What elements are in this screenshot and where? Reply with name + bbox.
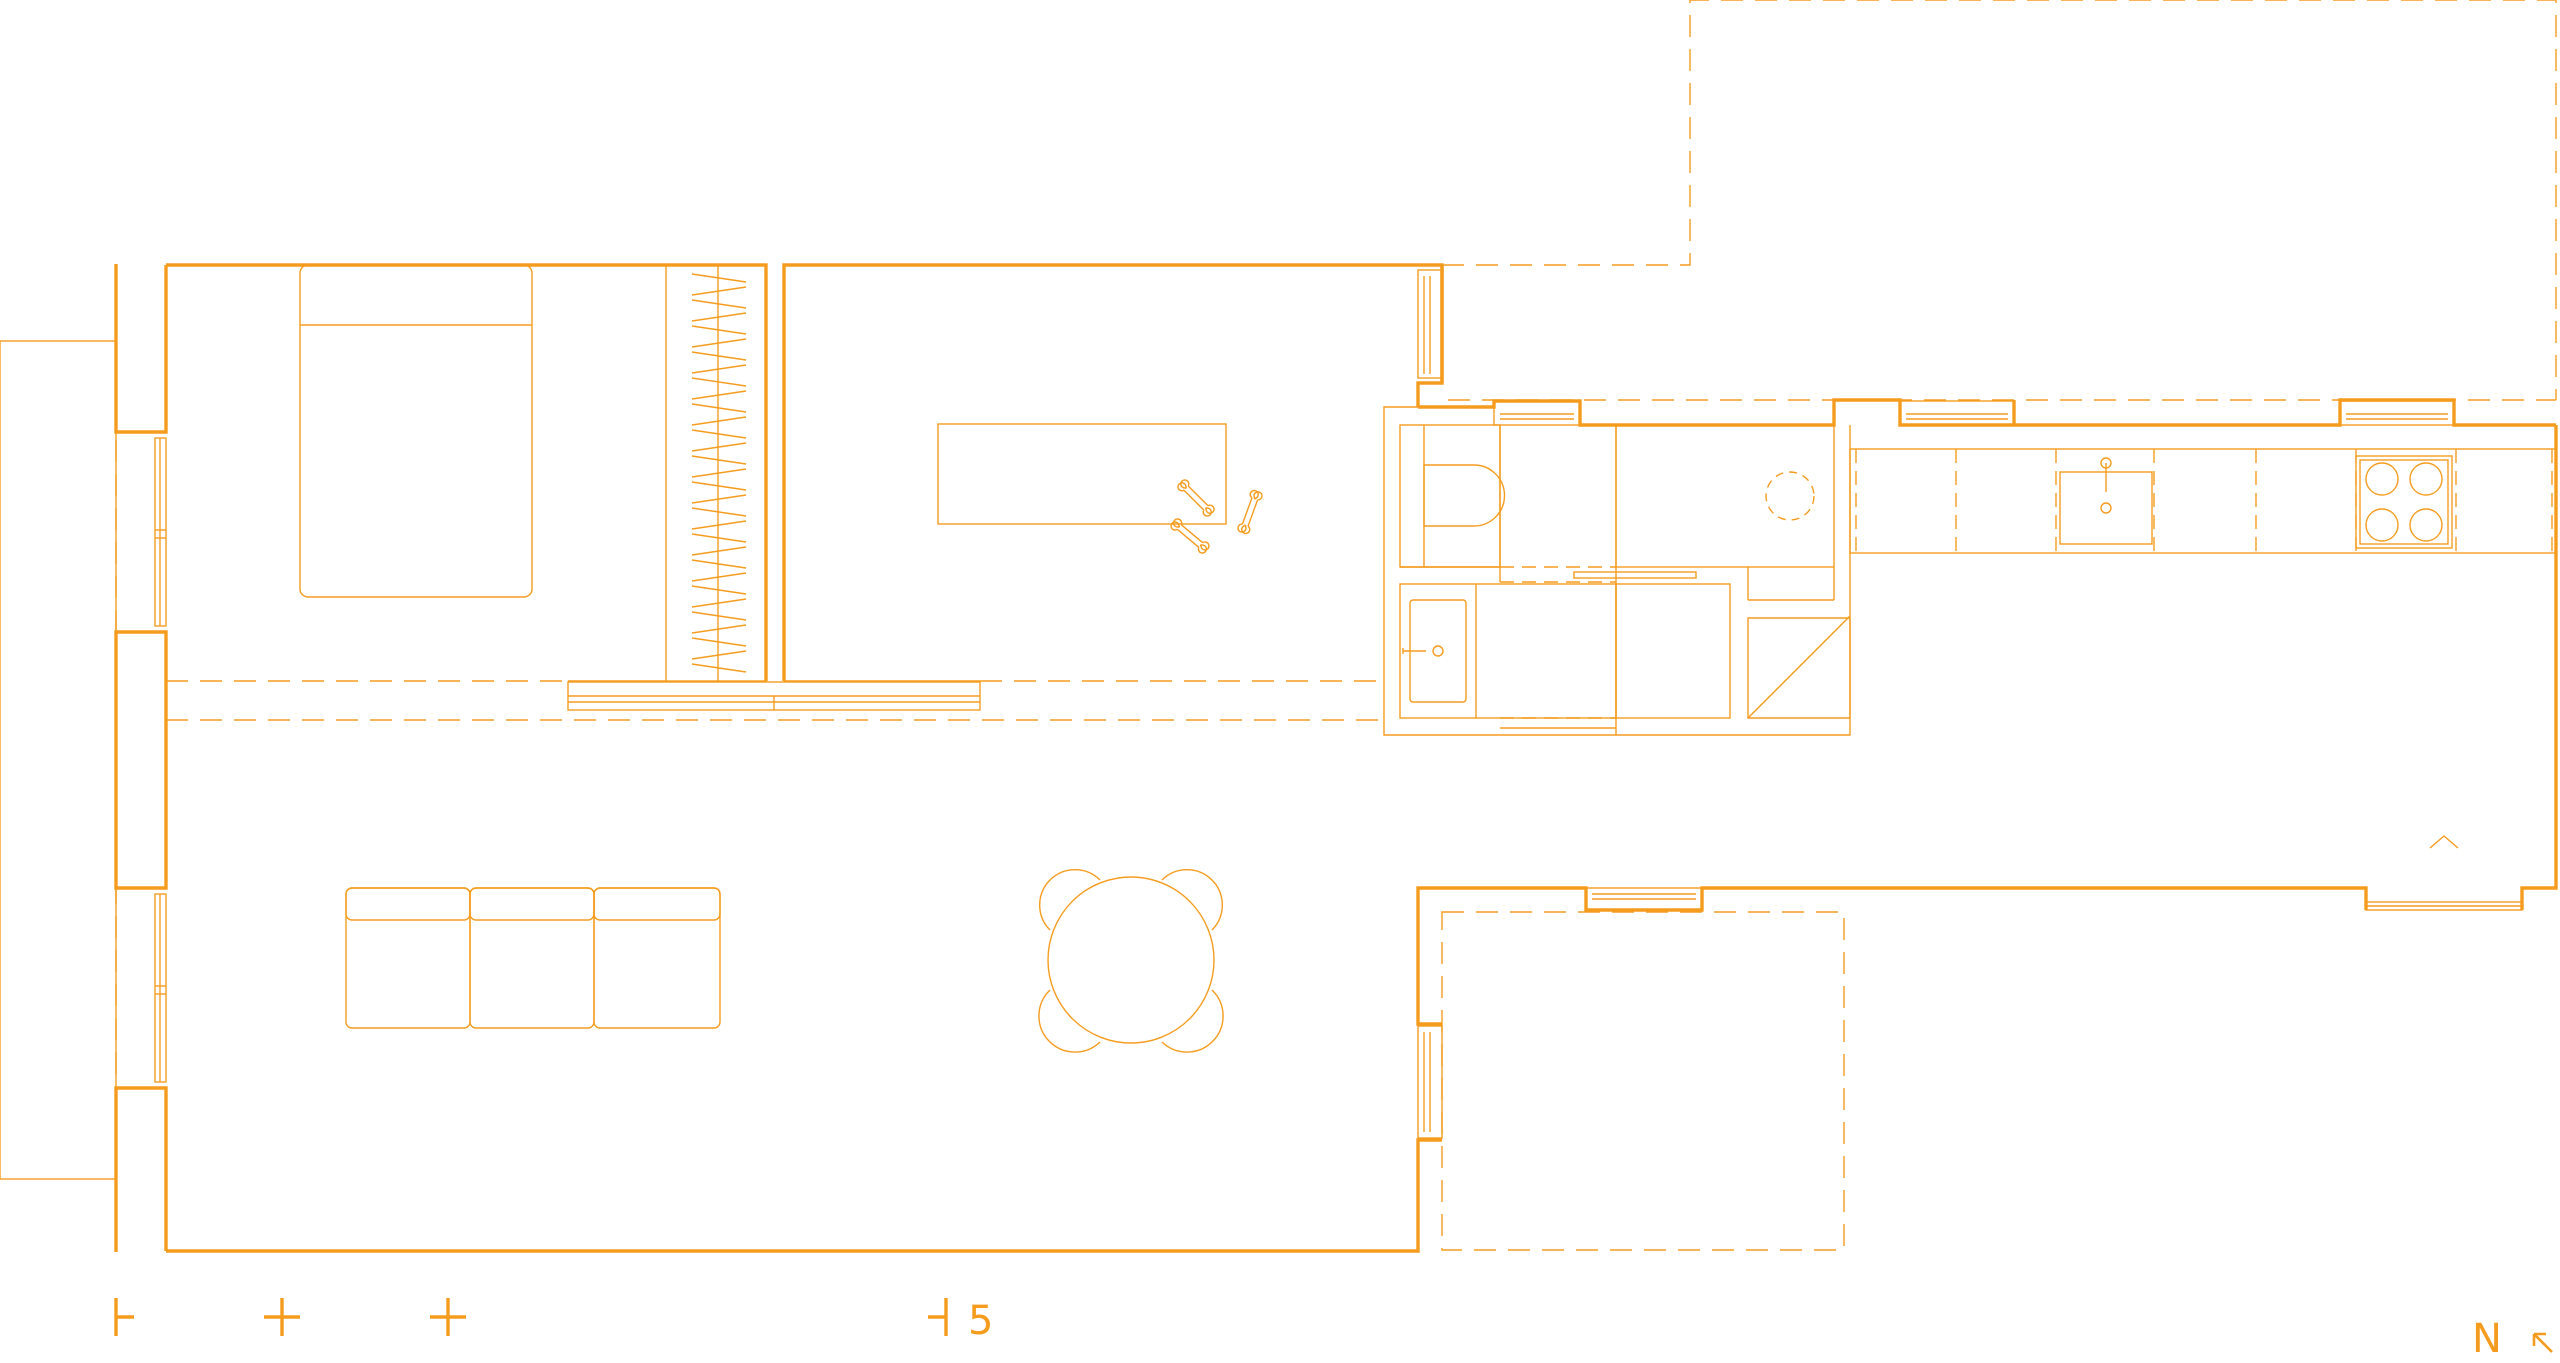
walls [114, 263, 2558, 1253]
round-table [1047, 876, 1215, 1044]
kitchen [1849, 448, 2557, 849]
scale-label: 5 [968, 1298, 993, 1344]
bedroom [299, 264, 767, 682]
hanger [691, 273, 747, 283]
storage-cupboard [1747, 615, 1851, 719]
north-wall-mid [782, 263, 1444, 681]
scale-tick-1 [264, 1298, 300, 1336]
hanger [691, 481, 747, 491]
north-wall-east [1418, 398, 2556, 427]
scale-tick-5 [928, 1298, 948, 1336]
dog-bone-icon [1237, 489, 1263, 535]
hanger [691, 468, 747, 478]
north-label: N [2472, 1316, 2502, 1362]
hanger [691, 351, 747, 361]
hanger [691, 442, 747, 452]
desk [937, 423, 1227, 525]
exterior-outlines [0, 0, 2557, 1251]
kitchen-counter [1849, 448, 2557, 554]
hanger [691, 559, 747, 569]
hanger [691, 598, 747, 608]
dining-chair-sw [1038, 989, 1101, 1053]
hanger [691, 507, 747, 517]
north-arrow-icon [2532, 1332, 2553, 1353]
scale-bar: 5 [114, 1298, 993, 1344]
window-north-kitchen-1 [1899, 400, 2015, 426]
laundry-room [1615, 583, 1731, 719]
west-wall-bottom [114, 1086, 168, 1252]
south-wall-east [1416, 886, 2368, 1026]
double-bed [299, 264, 533, 598]
east-wall [2520, 425, 2558, 910]
hanger [691, 429, 747, 439]
sliding-door-core [1573, 571, 1697, 579]
sofa [345, 887, 721, 1029]
hanger [691, 286, 747, 296]
window-study-east [1417, 269, 1443, 379]
window-north-bath [1493, 400, 1581, 426]
dining-table [1038, 868, 1224, 1053]
stair-up-chevron-icon [2429, 835, 2459, 849]
balcony-outline [0, 340, 117, 1180]
scale-tick-2 [430, 1298, 466, 1336]
window-south-east [2365, 901, 2523, 911]
window-south-living [1417, 1025, 1443, 1139]
living-dining [345, 868, 1224, 1053]
west-wall-pier [114, 630, 168, 890]
west-wall-top [114, 264, 168, 434]
hanger [691, 624, 747, 634]
service-core [1383, 406, 1851, 736]
dog-bone-icon [1170, 518, 1210, 554]
hanger [691, 637, 747, 647]
hanger [691, 403, 747, 413]
dining-chair-ne [1161, 868, 1224, 931]
shower-room [1615, 424, 1835, 568]
north-wall-west [166, 263, 768, 681]
cooktop [2355, 455, 2453, 549]
hanger [691, 663, 747, 673]
washbasin-drain [1432, 645, 1444, 657]
shower-head [1765, 471, 1815, 521]
window-west-bedroom [154, 437, 167, 627]
dog-bone-icon [1177, 479, 1215, 517]
hanger [691, 520, 747, 530]
kitchen-sink [2059, 457, 2153, 545]
terrace-north-outline [1442, 0, 2557, 401]
hanger [691, 325, 747, 335]
hanger [691, 611, 747, 621]
hanger [691, 416, 747, 426]
study [937, 423, 1263, 554]
hanger [691, 572, 747, 582]
hanger [691, 377, 747, 387]
hanger [691, 338, 747, 348]
hanger [691, 650, 747, 660]
window-south-kitchen [1585, 887, 1703, 911]
hanger [691, 390, 747, 400]
wardrobe [665, 264, 767, 682]
dining-chair-nw [1038, 868, 1101, 931]
hanger [691, 312, 747, 322]
hanger [691, 546, 747, 556]
hanger [691, 364, 747, 374]
scale-tick-0 [114, 1298, 134, 1336]
dining-chair-se [1161, 989, 1224, 1053]
windows [115, 269, 2523, 1139]
sliding-door-track [567, 681, 981, 711]
hanger [691, 299, 747, 309]
wc-room [1399, 424, 1501, 568]
hanger [691, 533, 747, 543]
hanger [691, 494, 747, 504]
hanger [691, 585, 747, 595]
hanger [691, 455, 747, 465]
south-wall-west [166, 1138, 1442, 1253]
terrace-south-outline [1441, 911, 1845, 1251]
wardrobe-hangers [691, 273, 747, 673]
toilet [1423, 464, 1506, 527]
north-indicator: N [2472, 1316, 2553, 1362]
dog-bone-icons [1170, 479, 1263, 554]
window-west-living [154, 893, 167, 1083]
window-north-kitchen-2 [2339, 400, 2455, 426]
